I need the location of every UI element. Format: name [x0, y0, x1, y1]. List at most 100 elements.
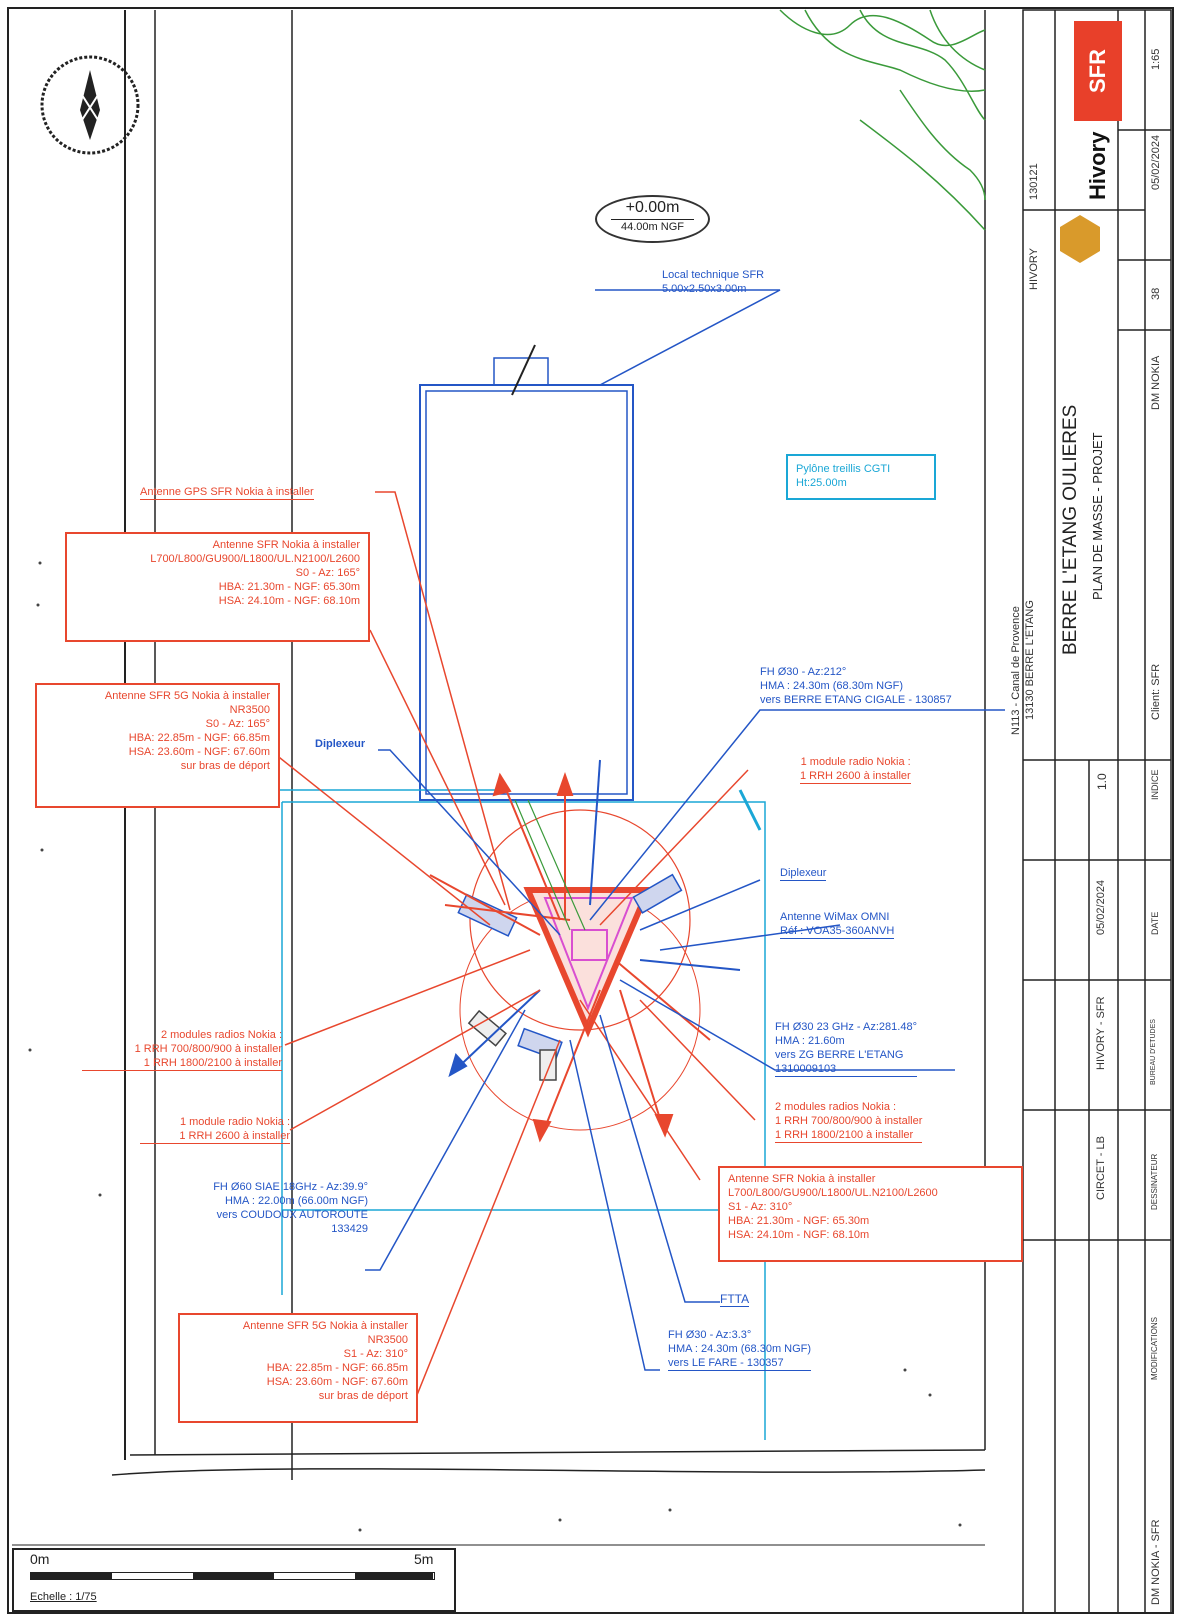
north-arrow-icon: [40, 55, 140, 155]
label-antenne-5g-s0: Antenne SFR 5G Nokia à installer NR3500 …: [35, 683, 280, 808]
sheet-frame: [7, 7, 1174, 1614]
sfr-logo-text: SFR: [1085, 49, 1110, 93]
label-line: Antenne SFR Nokia à installer: [212, 539, 360, 551]
technical-room: [419, 344, 634, 801]
label-fh-23ghz: FH Ø30 23 GHz - Az:281.48° HMA : 21.60m …: [775, 1020, 917, 1077]
label-line: 2 modules radios Nokia :: [160, 1029, 282, 1041]
label-line: HSA: 24.10m - NGF: 68.10m: [218, 595, 360, 607]
title-block: [1022, 9, 1172, 1614]
label-line: vers ZG BERRE L'ETANG: [775, 1049, 904, 1061]
label-antenne-gps: Antenne GPS SFR Nokia à installer: [140, 486, 314, 500]
site-title: BERRE L'ETANG OULIERES: [1060, 404, 1081, 655]
date-value: 05/02/2024: [1095, 879, 1107, 935]
label-fh-60: FH Ø60 SIAE 18GHz - Az:39.9° HMA : 22.00…: [130, 1180, 368, 1236]
label-line: HBA: 22.85m - NGF: 66.85m: [128, 732, 270, 744]
bureau-label: BUREAU D'ETUDES: [1150, 1019, 1157, 1085]
label-fh-212: FH Ø30 - Az:212° HMA : 24.30m (68.30m NG…: [760, 665, 952, 707]
plan-title: PLAN DE MASSE - PROJET: [1090, 432, 1105, 600]
label-line: sur bras de déport: [180, 760, 270, 772]
client: Client: SFR: [1150, 663, 1162, 720]
label-line: FH Ø30 - Az:212°: [760, 666, 847, 678]
indice-label: INDICE: [1150, 769, 1160, 800]
hivory-logo: Hivory: [1085, 131, 1110, 200]
label-line: FH Ø60 SIAE 18GHz - Az:39.9°: [213, 1181, 368, 1193]
date-top: 05/02/2024: [1150, 134, 1162, 190]
sfr-logo: SFR: [1074, 21, 1122, 121]
label-line: FH Ø30 - Az:3.3°: [668, 1329, 752, 1341]
label-line: sur bras de déport: [318, 1390, 408, 1402]
hivory-tag: HIVORY: [1028, 248, 1040, 290]
label-fh-33: FH Ø30 - Az:3.3° HMA : 24.30m (68.30m NG…: [668, 1328, 812, 1371]
modifications-value: DM NOKIA - SFR: [1150, 1519, 1162, 1605]
address-line-2: 13130 BERRE L'ETANG: [1024, 600, 1036, 720]
level-bottom: 44.00m NGF: [611, 219, 694, 234]
label-diplexeur-right: Diplexeur: [780, 867, 827, 881]
pylon-triangle: [457, 809, 701, 1131]
label-line: Antenne SFR Nokia à installer: [728, 1173, 876, 1185]
label-line: FH Ø30 23 GHz - Az:281.48°: [775, 1021, 917, 1033]
label-line: 1 RRH 1800/2100 à installer: [82, 1056, 282, 1071]
label-line: L700/L800/GU900/L1800/UL.N2100/L2600: [150, 553, 360, 565]
label-line: 1 module radio Nokia :: [179, 1116, 290, 1128]
label-line: 133429: [331, 1223, 368, 1235]
label-wimax: Antenne WiMax OMNI Réf : VOA35-360ANVH: [780, 910, 895, 939]
label-line: 1310009103: [775, 1062, 917, 1077]
label-line: NR3500: [229, 704, 270, 716]
label-antenne-s1: Antenne SFR Nokia à installer L700/L800/…: [718, 1166, 1023, 1262]
label-line: S0 - Az: 165°: [295, 567, 360, 579]
scale-graduation: [30, 1572, 435, 1580]
bureau-value: HIVORY - SFR: [1095, 996, 1107, 1070]
label-line: HMA : 24.30m (68.30m NGF): [760, 680, 904, 692]
label-line: HBA: 21.30m - NGF: 65.30m: [728, 1215, 870, 1227]
address-line-1: N113 - Canal de Provence: [1010, 606, 1022, 735]
date-label: DATE: [1150, 911, 1160, 935]
label-ftta: FTTA: [720, 1292, 750, 1307]
label-line: 1 module radio Nokia :: [800, 756, 911, 768]
hivory-logo-icon: [1060, 215, 1100, 263]
scale-bar: 0m 5m Echelle : 1/75: [12, 1548, 456, 1612]
label-line: HMA : 22.00m (66.00m NGF): [224, 1195, 368, 1207]
label-line: Antenne SFR 5G Nokia à installer: [242, 1320, 408, 1332]
parcel-line: [129, 1449, 986, 1456]
label-line: 1 RRH 2600 à installer: [800, 770, 911, 784]
label-line: vers COUDOUX AUTOROUTE: [216, 1209, 368, 1221]
label-line: NR3500: [367, 1334, 408, 1346]
label-antenne-s0: Antenne SFR Nokia à installer L700/L800/…: [65, 532, 370, 642]
label-line: HSA: 24.10m - NGF: 68.10m: [728, 1229, 870, 1241]
label-line: HSA: 23.60m - NGF: 67.60m: [266, 1376, 408, 1388]
label-line: 5.00x2.50x3.00m: [662, 283, 747, 295]
label-line: 1 RRH 700/800/900 à installer: [775, 1115, 923, 1127]
label-line: HSA: 23.60m - NGF: 67.60m: [128, 746, 270, 758]
label-line: vers BERRE ETANG CIGALE - 130857: [760, 694, 952, 706]
dessinateur-value: CIRCET - LB: [1095, 1136, 1107, 1200]
leader-lines-blue: [365, 289, 1005, 1371]
label-line: HMA : 21.60m: [775, 1035, 845, 1047]
scale-ratio: 1:65: [1150, 48, 1162, 70]
label-line: 1 RRH 700/800/900 à installer: [134, 1043, 282, 1055]
label-antenne-5g-s1: Antenne SFR 5G Nokia à installer NR3500 …: [178, 1313, 418, 1423]
scale-echelle: Echelle : 1/75: [30, 1591, 97, 1603]
leader-lines-red: [269, 491, 756, 1401]
label-line: S0 - Az: 165°: [205, 718, 270, 730]
label-line: Local technique SFR: [662, 269, 765, 281]
scatter-dots: [28, 561, 962, 1532]
level-top: +0.00m: [625, 199, 680, 216]
label-line: Pylône treillis CGTI: [796, 463, 891, 475]
label-line: 1 RRH 1800/2100 à installer: [775, 1128, 923, 1143]
cable-path: [514, 799, 586, 931]
label-line: HBA: 22.85m - NGF: 66.85m: [266, 1362, 408, 1374]
label-line: HBA: 21.30m - NGF: 65.30m: [218, 581, 360, 593]
label-line: Ht:25.00m: [796, 477, 847, 489]
label-line: HMA : 24.30m (68.30m NGF): [668, 1343, 812, 1355]
label-line: Réf : VOA35-360ANVH: [780, 925, 895, 939]
label-line: S1 - Az: 310°: [343, 1348, 408, 1360]
label-pylone: Pylône treillis CGTI Ht:25.00m: [786, 454, 936, 500]
label-line: Antenne SFR 5G Nokia à installer: [104, 690, 270, 702]
label-modules-left: 2 modules radios Nokia : 1 RRH 700/800/9…: [82, 1028, 282, 1071]
dessinateur-label: DESSINATEUR: [1150, 1153, 1159, 1210]
scale-start: 0m: [30, 1551, 50, 1567]
modifications-label: MODIFICATIONS: [1150, 1317, 1159, 1380]
ground-line: [111, 1468, 986, 1476]
label-modules-right: 2 modules radios Nokia : 1 RRH 700/800/9…: [775, 1100, 923, 1143]
label-line: Antenne WiMax OMNI: [780, 911, 890, 923]
